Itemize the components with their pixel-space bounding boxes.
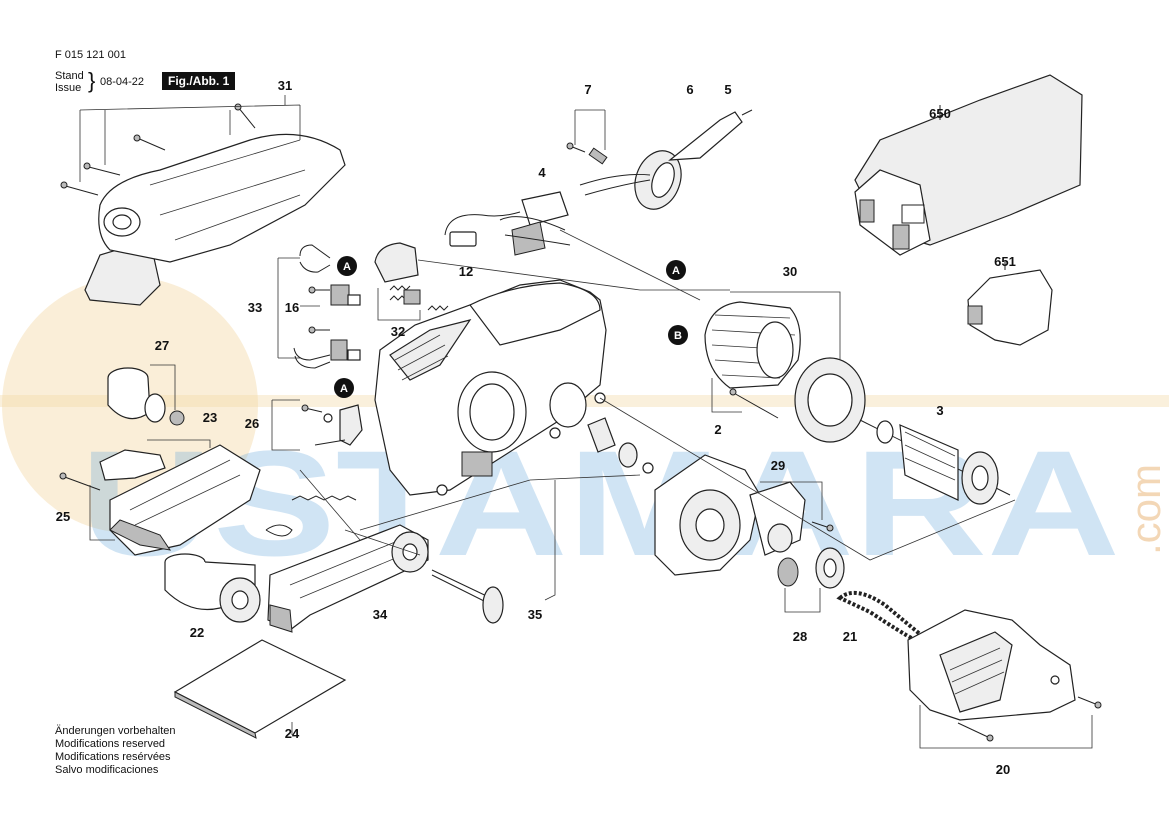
part-label-6: 6	[686, 82, 693, 97]
marker-a-bottom: A	[334, 378, 354, 398]
part-label-34: 34	[373, 607, 388, 622]
cap-part	[374, 242, 419, 283]
part-label-651: 651	[994, 254, 1016, 269]
spring-assembly-part	[265, 399, 363, 537]
document-number: F 015 121 001	[55, 49, 126, 61]
part-label-20: 20	[996, 762, 1010, 777]
gearbox-part-29	[654, 454, 834, 576]
screw-icon	[60, 103, 256, 196]
part-label-35: 35	[528, 607, 542, 622]
part-label-5: 5	[724, 82, 731, 97]
connector-part-651	[967, 262, 1053, 346]
part-label-30: 30	[783, 264, 797, 279]
frame-part-23	[99, 439, 261, 556]
power-cable-part	[566, 109, 753, 210]
brace-glyph: }	[88, 68, 96, 93]
part-label-16: 16	[285, 300, 299, 315]
part-label-12: 12	[459, 264, 473, 279]
plate-part-24	[173, 639, 347, 739]
figure-label: Fig./Abb. 1	[162, 72, 236, 90]
note-fr: Modifications resérvées	[55, 751, 171, 763]
motor-housing-part	[374, 279, 607, 496]
note-de: Änderungen vorbehalten	[55, 725, 176, 737]
shaft-part-35	[431, 480, 556, 624]
part-label-650: 650	[929, 106, 951, 121]
svg-text:A: A	[343, 261, 351, 273]
switch-part	[444, 191, 571, 256]
part-label-24: 24	[285, 726, 300, 741]
bracket-line	[89, 485, 115, 541]
part-label-21: 21	[843, 629, 857, 644]
part-label-7: 7	[584, 82, 591, 97]
part-label-2: 2	[714, 422, 721, 437]
part-label-31: 31	[278, 78, 292, 93]
svg-text:B: B	[674, 330, 682, 342]
brush-assembly-part	[277, 244, 449, 369]
part-label-23: 23	[203, 410, 217, 425]
note-es: Salvo modificaciones	[55, 764, 159, 776]
roller-part-27	[107, 364, 185, 426]
marker-b: B	[668, 325, 688, 345]
part-label-32: 32	[391, 324, 405, 339]
part-label-28: 28	[793, 629, 807, 644]
stator-part-30	[704, 291, 866, 443]
modification-notes: Änderungen vorbehalten Modifications res…	[55, 725, 175, 777]
cover-part-650	[854, 74, 1083, 256]
marker-a-top: A	[337, 256, 357, 276]
issue-date: 08-04-22	[100, 76, 145, 88]
armature-part-3	[859, 419, 1011, 505]
stand-label: Stand	[55, 70, 84, 82]
gear-part-28	[777, 547, 845, 613]
fan-part	[587, 417, 654, 474]
cover-part-20	[907, 609, 1102, 749]
part-label-22: 22	[190, 625, 204, 640]
leader-lines	[299, 229, 1016, 561]
marker-a-right: A	[666, 260, 686, 280]
watermark-suffix: .com	[1122, 464, 1169, 555]
part-label-29: 29	[771, 458, 785, 473]
part-label-26: 26	[245, 416, 259, 431]
part-label-25: 25	[56, 509, 70, 524]
part-label-4: 4	[538, 165, 546, 180]
screw-icon	[59, 472, 101, 491]
part-label-3: 3	[936, 403, 943, 418]
svg-text:A: A	[340, 383, 348, 395]
part-label-27: 27	[155, 338, 169, 353]
belt-part-21	[836, 590, 924, 643]
drum-part-22	[164, 553, 261, 623]
housing-shell-part	[60, 95, 346, 306]
part-label-33: 33	[248, 300, 262, 315]
issue-label: Issue	[55, 82, 82, 94]
svg-text:A: A	[672, 265, 680, 277]
note-en: Modifications reserved	[55, 738, 166, 750]
